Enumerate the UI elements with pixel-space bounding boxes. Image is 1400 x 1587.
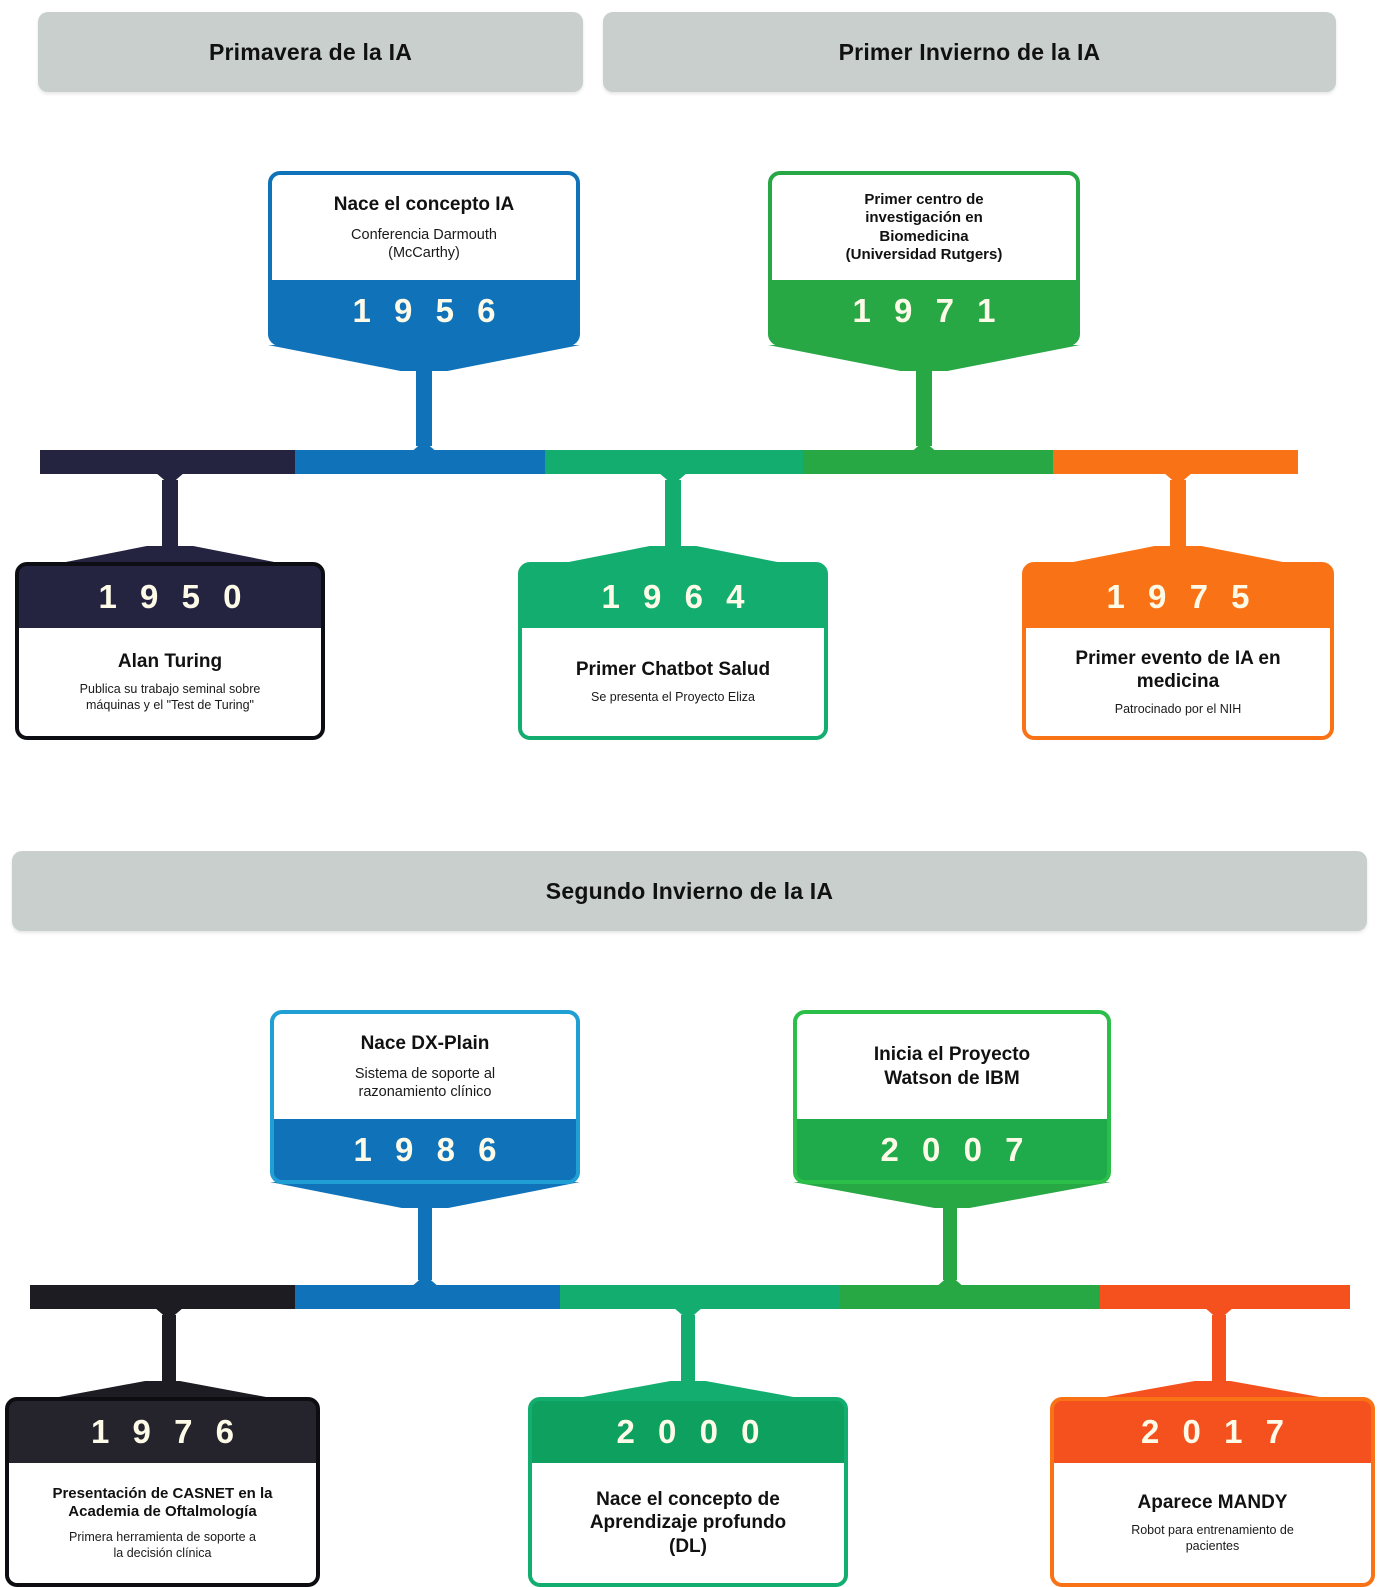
event-card-1950[interactable]: 1 9 5 0 Alan Turing Publica su trabajo s… xyxy=(15,562,325,740)
event-1956-body: Nace el concepto IA Conferencia Darmouth… xyxy=(272,175,576,280)
event-1976-year: 1 9 7 6 xyxy=(9,1401,316,1463)
connector-1956 xyxy=(268,345,580,460)
connector-1976-arrow xyxy=(146,1301,191,1320)
connector-2007-stem xyxy=(943,1208,958,1280)
event-1976-subtitle: Primera herramienta de soporte a la deci… xyxy=(69,1530,256,1560)
connector-1964-stem xyxy=(665,480,681,546)
connector-1975 xyxy=(1022,466,1334,572)
bar-segment-blue xyxy=(295,450,545,474)
event-1964-body: Primer Chatbot Salud Se presenta el Proy… xyxy=(522,628,824,736)
connector-1976 xyxy=(5,1301,320,1407)
connector-1975-stem xyxy=(1170,480,1186,546)
connector-2017-arrow xyxy=(1197,1301,1241,1320)
banner-primer-invierno-de-la-ia: Primer Invierno de la IA xyxy=(603,12,1336,92)
connector-2017-stem xyxy=(1212,1315,1226,1381)
event-1950-body: Alan Turing Publica su trabajo seminal s… xyxy=(19,628,321,736)
event-1956-year: 1 9 5 6 xyxy=(272,280,576,342)
bar-segment-green xyxy=(840,1285,1100,1309)
event-card-2007[interactable]: Inicia el Proyecto Watson de IBM 2 0 0 7 xyxy=(793,1010,1111,1184)
event-1976-title: Presentación de CASNET en la Academia de… xyxy=(52,1484,273,1520)
event-1956-title: Nace el concepto IA xyxy=(333,193,515,215)
event-2007-body: Inicia el Proyecto Watson de IBM xyxy=(797,1014,1107,1119)
connector-1986 xyxy=(270,1182,580,1294)
event-1975-year: 1 9 7 5 xyxy=(1026,566,1330,628)
event-card-2017[interactable]: 2 0 1 7 Aparece MANDY Robot para entrena… xyxy=(1050,1397,1375,1587)
event-1986-title: Nace DX-Plain xyxy=(360,1032,490,1054)
connector-1986-stem xyxy=(418,1208,432,1280)
event-2007-title: Inicia el Proyecto Watson de IBM xyxy=(873,1044,1031,1089)
event-2017-body: Aparece MANDY Robot para entrenamiento d… xyxy=(1054,1463,1371,1583)
connector-1971 xyxy=(768,345,1080,460)
event-1950-subtitle: Publica su trabajo seminal sobre máquina… xyxy=(79,682,261,713)
event-1971-body: Primer centro de investigación en Biomed… xyxy=(772,175,1076,280)
bar-segment-green xyxy=(803,450,1053,474)
connector-1976-stem xyxy=(161,1315,176,1381)
banner-segundo-invierno-de-la-ia: Segundo Invierno de la IA xyxy=(12,851,1367,931)
event-2017-subtitle: Robot para entrenamiento de pacientes xyxy=(1131,1523,1294,1554)
event-2000-title: Nace el concepto de Aprendizaje profundo… xyxy=(589,1489,787,1557)
event-1971-title: Primer centro de investigación en Biomed… xyxy=(845,190,1003,263)
event-1975-title: Primer evento de IA en medicina xyxy=(1075,647,1281,692)
banner-primer-invierno-label: Primer Invierno de la IA xyxy=(838,38,1101,65)
connector-2000-stem xyxy=(681,1315,695,1381)
event-card-1976[interactable]: 1 9 7 6 Presentación de CASNET en la Aca… xyxy=(5,1397,320,1587)
event-1975-body: Primer evento de IA en medicina Patrocin… xyxy=(1026,628,1330,736)
event-2000-year: 2 0 0 0 xyxy=(532,1401,844,1463)
event-card-1986[interactable]: Nace DX-Plain Sistema de soporte al razo… xyxy=(270,1010,580,1184)
event-1986-year: 1 9 8 6 xyxy=(274,1119,576,1180)
connector-1971-funnel xyxy=(768,345,1080,371)
connector-1986-funnel xyxy=(270,1182,580,1208)
connector-1975-arrow xyxy=(1156,466,1200,485)
event-card-1964[interactable]: 1 9 6 4 Primer Chatbot Salud Se presenta… xyxy=(518,562,828,740)
connector-2007 xyxy=(793,1182,1111,1294)
banner-primavera-label: Primavera de la IA xyxy=(208,38,413,65)
event-1950-year: 1 9 5 0 xyxy=(19,566,321,628)
event-1950-title: Alan Turing xyxy=(117,651,223,673)
event-2000-body: Nace el concepto de Aprendizaje profundo… xyxy=(532,1463,844,1583)
connector-2000-arrow xyxy=(666,1301,710,1320)
connector-1956-funnel xyxy=(268,345,580,371)
connector-2000 xyxy=(528,1301,848,1407)
connector-1956-stem xyxy=(416,371,432,446)
event-card-1956[interactable]: Nace el concepto IA Conferencia Darmouth… xyxy=(268,171,580,346)
event-1964-title: Primer Chatbot Salud xyxy=(575,659,771,681)
event-2007-year: 2 0 0 7 xyxy=(797,1119,1107,1180)
event-2017-year: 2 0 1 7 xyxy=(1054,1401,1371,1463)
connector-1964-arrow xyxy=(651,466,695,485)
event-1976-body: Presentación de CASNET en la Academia de… xyxy=(9,1463,316,1583)
event-card-1971[interactable]: Primer centro de investigación en Biomed… xyxy=(768,171,1080,346)
event-1986-subtitle: Sistema de soporte al razonamiento clíni… xyxy=(354,1065,496,1101)
event-card-2000[interactable]: 2 0 0 0 Nace el concepto de Aprendizaje … xyxy=(528,1397,848,1587)
connector-1950-arrow xyxy=(148,466,192,485)
event-1971-year: 1 9 7 1 xyxy=(772,280,1076,342)
banner-segundo-invierno-label: Segundo Invierno de la IA xyxy=(545,877,834,904)
event-1986-body: Nace DX-Plain Sistema de soporte al razo… xyxy=(274,1014,576,1119)
banner-primavera-de-la-ia: Primavera de la IA xyxy=(38,12,583,92)
event-2017-title: Aparece MANDY xyxy=(1137,1492,1288,1514)
connector-1950-stem xyxy=(162,480,178,546)
connector-1971-stem xyxy=(916,371,932,446)
bar-segment-blue xyxy=(295,1285,560,1309)
event-card-1975[interactable]: 1 9 7 5 Primer evento de IA en medicina … xyxy=(1022,562,1334,740)
connector-1964 xyxy=(518,466,828,572)
event-1975-subtitle: Patrocinado por el NIH xyxy=(1114,701,1242,716)
connector-2017 xyxy=(1050,1301,1375,1407)
connector-1950 xyxy=(15,466,325,572)
event-1964-year: 1 9 6 4 xyxy=(522,566,824,628)
event-1956-subtitle: Conferencia Darmouth (McCarthy) xyxy=(351,226,497,262)
event-1964-subtitle: Se presenta el Proyecto Eliza xyxy=(591,690,755,705)
connector-2007-funnel xyxy=(793,1182,1111,1208)
